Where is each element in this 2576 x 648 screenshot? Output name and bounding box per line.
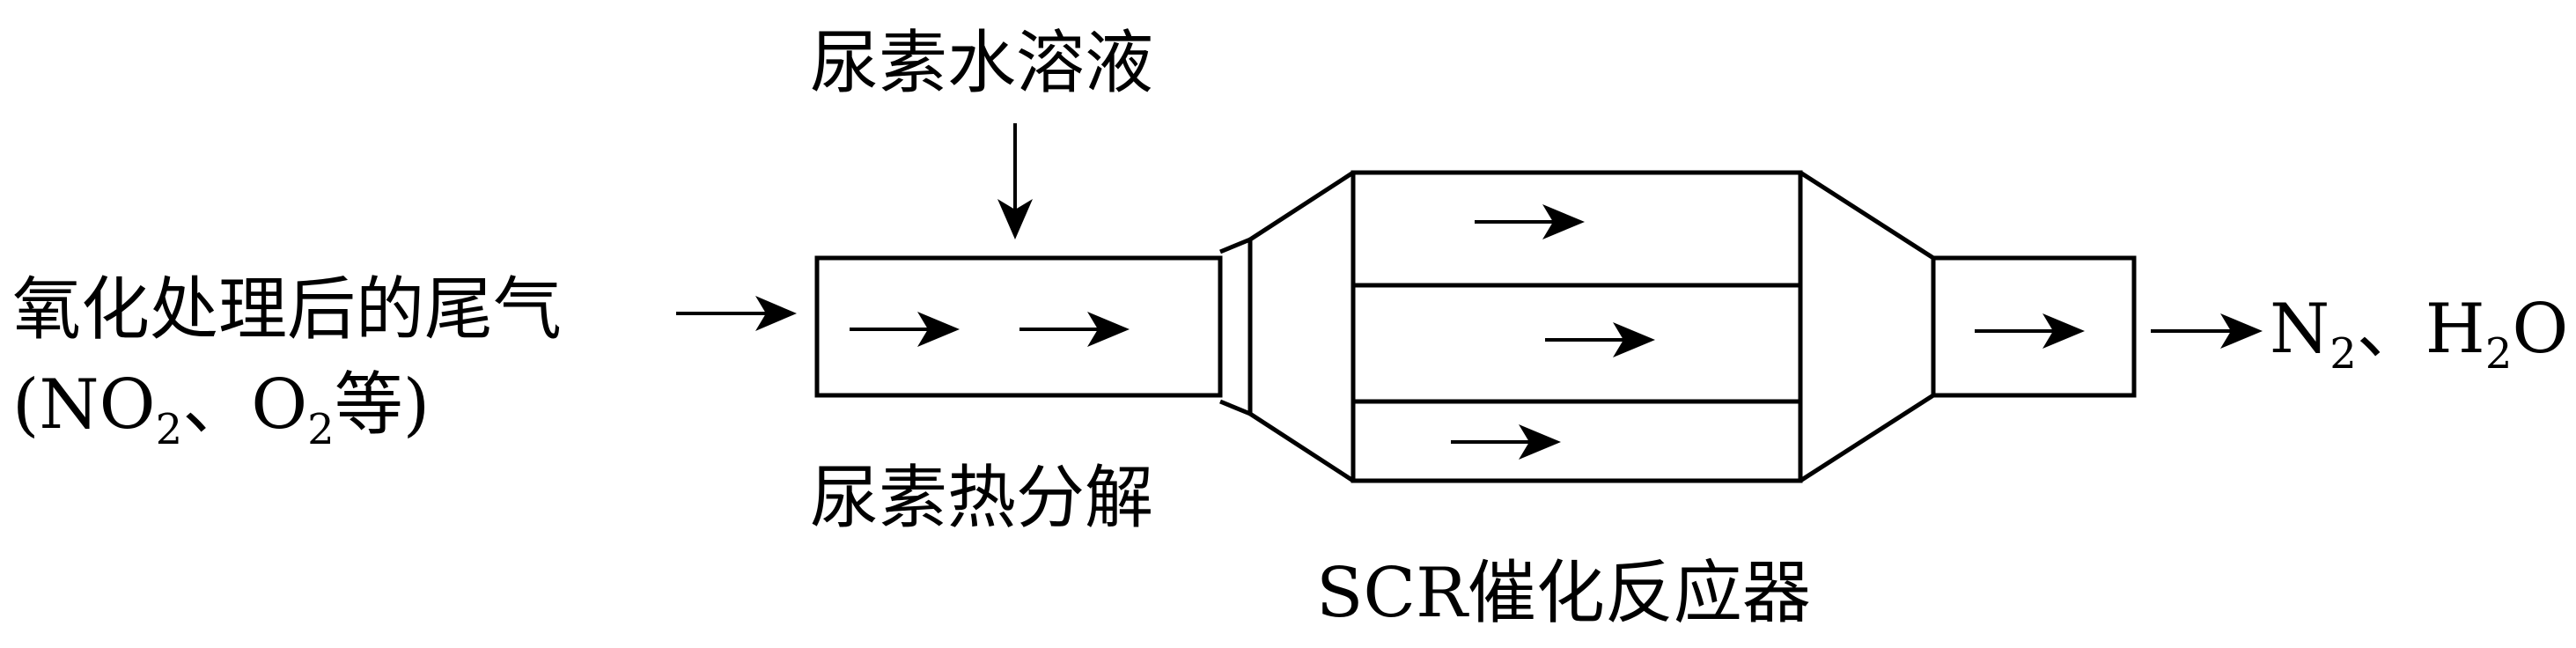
urea-decomposition-pipe [814,255,1223,398]
outlet-pipe [1931,255,2137,398]
pipe-flow-arrow-2 [1019,312,1130,347]
urea-solution-label: 尿素水溶液 [810,24,1153,103]
reactor-flow-arrow-1 [1475,204,1585,239]
reactor-inlet-cone [1248,170,1355,483]
reactor-flow-arrow-3 [1451,424,1561,460]
exhaust-inlet-arrow [676,296,797,331]
reactor-outlet-cone [1799,170,1935,483]
scr-reactor-label: SCR催化反应器 [1316,554,1811,633]
reactor-flow-arrow-2 [1545,322,1655,357]
outlet-pipe-flow-arrow [1975,313,2085,349]
scr-reactor-body [1351,170,1803,483]
urea-decomposition-label: 尿素热分解 [810,459,1153,538]
exhaust-label: 氧化处理后的尾气 [12,270,562,350]
products-label: N2、H2O [2270,290,2568,379]
exit-arrow [2151,313,2263,349]
urea-inlet-arrow [997,123,1033,239]
pipe-flow-arrow-1 [850,312,960,347]
connector-flange [1219,237,1253,416]
exhaust-composition-label: (NO2、O2等) [12,365,430,454]
